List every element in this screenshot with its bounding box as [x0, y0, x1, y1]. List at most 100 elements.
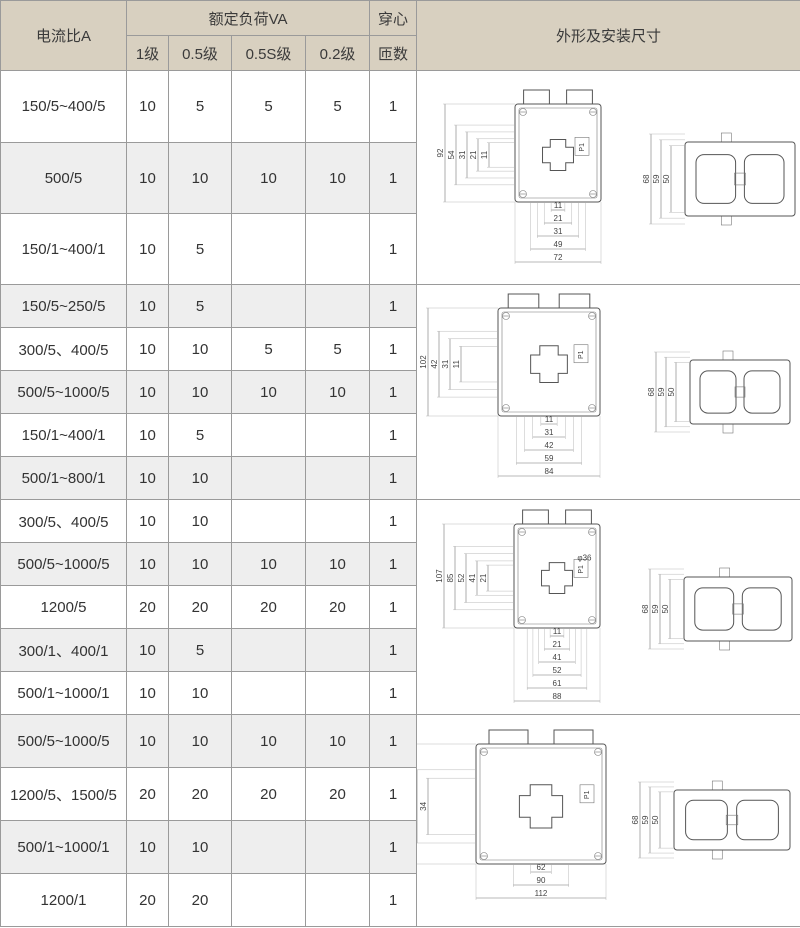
screw-icon	[589, 107, 597, 116]
class-0-5-cell: 10	[168, 456, 232, 500]
ct-body-inner	[517, 527, 597, 624]
dimension-label: 84	[545, 467, 554, 476]
ct-body	[514, 103, 602, 202]
class-0-2-cell	[304, 456, 371, 500]
header-ratio: 电流比A	[0, 0, 127, 71]
mount-tab	[719, 640, 730, 650]
ct-body	[475, 743, 607, 864]
class-0-5s-cell	[231, 284, 306, 328]
side-center-block	[734, 386, 746, 397]
class-0-5-cell: 10	[168, 370, 232, 414]
terminal-label: P1	[584, 790, 591, 799]
class-0-2-cell	[304, 628, 371, 672]
dimension-label: 59	[641, 815, 650, 824]
class-0-5s-cell: 10	[231, 542, 306, 586]
dimension-label: 21	[554, 214, 563, 223]
turns-cell: 1	[369, 628, 418, 672]
class-0-5s-cell: 20	[231, 585, 306, 629]
class-0-2-cell: 20	[304, 585, 371, 629]
class-0-5s-cell	[231, 671, 306, 715]
dimension-label: 61	[553, 679, 562, 688]
class-1-cell: 10	[126, 70, 169, 143]
class-0-5-cell: 5	[168, 284, 232, 328]
dimension-label: 88	[553, 692, 562, 701]
screw-icon	[502, 311, 510, 320]
class-0-5-cell: 20	[168, 585, 232, 629]
table-row: 500/5~1000/5101010101P112386346290112685…	[0, 714, 800, 927]
screw-icon	[519, 107, 527, 116]
dimension-drawing: P112386346290112685950	[417, 729, 791, 900]
primary-window	[541, 561, 574, 594]
class-0-5-cell: 10	[168, 671, 232, 715]
ratio-cell: 300/1、400/1	[0, 628, 127, 672]
class-1-cell: 10	[126, 370, 169, 414]
class-1-cell: 10	[126, 213, 169, 285]
class-0-2-cell: 10	[304, 142, 371, 214]
primary-window	[542, 138, 575, 171]
ratio-cell: 300/5、400/5	[0, 499, 127, 543]
mount-tab	[712, 780, 723, 790]
screw-icon	[588, 311, 596, 320]
dimension-label: 34	[419, 801, 428, 810]
ratio-cell: 500/1~1000/1	[0, 671, 127, 715]
ct-body-inner	[501, 311, 597, 412]
class-0-5-cell: 10	[168, 499, 232, 543]
header-dimensions: 外形及安装尺寸	[416, 0, 800, 71]
class-1-cell: 10	[126, 284, 169, 328]
ratio-cell: 150/5~400/5	[0, 70, 127, 143]
dimension-label: 112	[535, 889, 548, 898]
turns-cell: 1	[369, 873, 418, 927]
turns-cell: 1	[369, 767, 418, 821]
ratio-cell: 500/5~1000/5	[0, 542, 127, 586]
ratio-cell: 500/5	[0, 142, 127, 214]
class-1-cell: 20	[126, 873, 169, 927]
side-window-right	[741, 586, 782, 631]
screw-icon	[588, 615, 596, 624]
dimension-label: 21	[553, 640, 562, 649]
dimension-label: 21	[479, 573, 488, 582]
dimension-label: 11	[480, 150, 489, 159]
class-0-2-cell: 5	[304, 327, 371, 371]
p1-marker	[574, 136, 590, 156]
mount-tab	[722, 350, 734, 360]
ratio-cell: 500/5~1000/5	[0, 714, 127, 768]
screw-icon	[502, 403, 510, 412]
side-body	[673, 789, 791, 850]
header-class-1: 1级	[126, 35, 169, 71]
turns-cell: 1	[369, 671, 418, 715]
side-body	[684, 141, 796, 216]
mount-tab	[721, 132, 732, 142]
dimension-label: 52	[553, 666, 562, 675]
screw-icon	[480, 747, 488, 756]
class-0-5-cell: 5	[168, 628, 232, 672]
class-0-2-cell: 10	[304, 542, 371, 586]
side-window-right	[743, 369, 781, 414]
dimension-label: 50	[651, 815, 660, 824]
class-0-5s-cell	[231, 499, 306, 543]
class-0-5-cell: 5	[168, 70, 232, 143]
ratio-cell: 150/1~400/1	[0, 413, 127, 457]
class-1-cell: 10	[126, 671, 169, 715]
dimension-label: 90	[537, 876, 546, 885]
ratio-cell: 150/1~400/1	[0, 213, 127, 285]
class-0-2-cell: 10	[304, 370, 371, 414]
dimension-label: 11	[554, 201, 563, 210]
side-body	[689, 359, 791, 424]
class-0-5-cell: 5	[168, 213, 232, 285]
side-window-left	[694, 586, 735, 631]
screw-icon	[519, 189, 527, 198]
class-1-cell: 10	[126, 714, 169, 768]
class-0-5s-cell: 10	[231, 370, 306, 414]
